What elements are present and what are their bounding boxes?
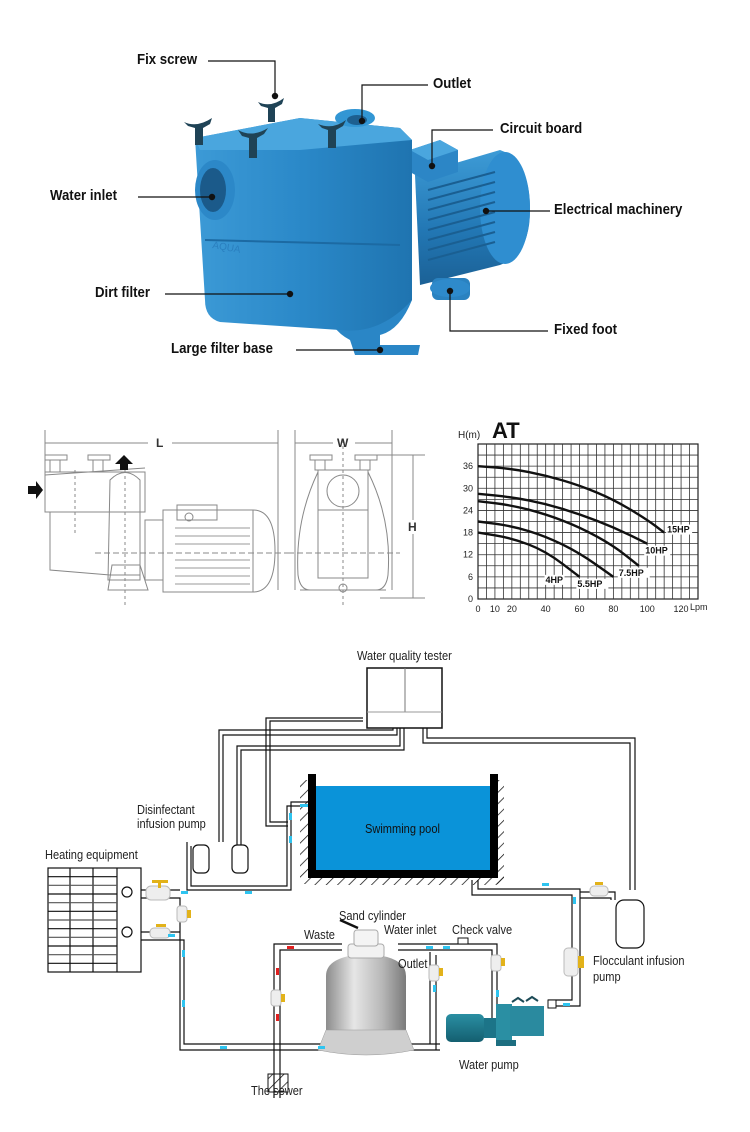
chart-ylabel: H(m) <box>458 430 480 441</box>
chart-y-tick-label: 18 <box>463 528 473 538</box>
chart-series-15hp <box>477 464 665 534</box>
outlet-arrow-icon <box>115 455 133 470</box>
dimension-label-width: W <box>337 436 349 450</box>
svg-text:AQUA: AQUA <box>211 240 241 256</box>
chart-x-tick-label: 0 <box>475 604 480 614</box>
chart-y-tick-label: 0 <box>468 594 473 604</box>
chart-y-tick-label: 6 <box>468 572 473 582</box>
chart-x-tick-label: 60 <box>575 604 585 614</box>
motor <box>410 140 530 300</box>
label-outlet: Outlet <box>398 956 428 971</box>
chart-series-4hp <box>477 531 581 578</box>
label-disinfectant-pump: Disinfectant <box>137 802 195 817</box>
water-quality-tester <box>366 667 443 729</box>
valves <box>145 880 609 1009</box>
label-sand-cylinder: Sand cylinder <box>339 908 406 923</box>
chart-y-tick-label: 36 <box>463 461 473 471</box>
valve-icon <box>270 989 285 1007</box>
flocculant-bottle <box>615 899 645 949</box>
chart-xlabel: Lpm <box>690 602 708 612</box>
swimming-pool <box>300 774 504 885</box>
schematic-drawing <box>47 667 645 1098</box>
chart-x-tick-label: 120 <box>674 604 689 614</box>
label-heating-equipment: Heating equipment <box>45 847 138 862</box>
callout-dirt-filter: Dirt filter <box>95 284 151 301</box>
chart-series-label: 10HP <box>645 546 668 556</box>
callout-leaders <box>138 60 550 354</box>
flow-arrows <box>168 804 576 1049</box>
callout-outlet: Outlet <box>433 75 472 92</box>
valve-icon <box>428 964 443 982</box>
label-flocculant-pump: Flocculant infusion <box>593 953 685 968</box>
check-valve-icon <box>490 954 505 972</box>
side-view-drawing <box>28 430 425 608</box>
chart-x-tick-label: 80 <box>608 604 618 614</box>
waste-arrows <box>276 946 294 1021</box>
pump-callout-figure: AQUA Fix screw Outlet Circui <box>0 0 750 380</box>
chart-y-tick-label: 24 <box>463 505 473 515</box>
valve-icon <box>176 905 191 923</box>
pump-illustration: AQUA <box>184 98 530 355</box>
chart-title: AT <box>492 418 520 443</box>
chart-series-label: 4HP <box>546 575 564 585</box>
inlet-arrow-icon <box>28 481 43 499</box>
performance-chart-svg: H(m) AT 0 10 20 40 60 80 100 120 0 6 12 18 24 30 36 15… <box>458 418 708 614</box>
dimension-drawings: L W H <box>0 410 440 610</box>
label-waste: Waste <box>304 927 335 942</box>
chart-series-label-bg <box>644 545 671 556</box>
label-water-pump: Water pump <box>459 1057 519 1072</box>
pool-system-schematic: Water quality tester Disinfectant infusi… <box>0 640 750 1132</box>
performance-chart: H(m) AT 0 10 20 40 60 80 100 120 0 6 12 18 24 30 36 15… <box>450 410 710 620</box>
valve-icon <box>589 882 609 897</box>
chart-y-tick-label: 12 <box>463 550 473 560</box>
callout-circuit-board: Circuit board <box>500 120 583 137</box>
label-swimming-pool: Swimming pool <box>365 821 440 836</box>
label-the-sewer: The sewer <box>251 1083 303 1098</box>
label-check-valve: Check valve <box>452 922 513 937</box>
dimension-label-length: L <box>156 436 164 450</box>
valve-icon <box>145 880 171 901</box>
chart-x-tick-label: 20 <box>507 604 517 614</box>
callout-fix-screw: Fix screw <box>137 51 198 68</box>
valve-icon <box>149 924 171 939</box>
fix-screw-knobs <box>184 98 346 158</box>
heating-equipment <box>47 867 142 973</box>
label-water-inlet: Water inlet <box>384 922 437 937</box>
callout-large-filter-base: Large filter base <box>171 340 273 357</box>
chart-series-label-bg <box>544 574 565 585</box>
chart-series-label-bg <box>617 567 650 578</box>
chart-x-tick-label: 100 <box>640 604 655 614</box>
label-water-quality-tester: Water quality tester <box>357 648 452 663</box>
chart-series-label: 5.5HP <box>577 579 602 589</box>
chart-x-tick-label: 10 <box>490 604 500 614</box>
chart-series-10hp <box>477 492 648 545</box>
pipes <box>134 717 636 1098</box>
dimension-label-height: H <box>408 520 417 534</box>
chart-series-label: 15HP <box>667 525 690 535</box>
callout-fixed-foot: Fixed foot <box>554 321 618 338</box>
chart-series-7-5hp <box>477 500 640 567</box>
sewer-icon <box>267 1073 289 1093</box>
chart-series-5-5hp <box>477 520 615 578</box>
callout-electrical-machinery: Electrical machinery <box>554 201 683 218</box>
chart-x-tick-label: 40 <box>541 604 551 614</box>
chart-series-label: 7.5HP <box>619 568 644 578</box>
callout-water-inlet: Water inlet <box>50 187 117 204</box>
chart-y-tick-label: 30 <box>463 483 473 493</box>
chart-series-label-bg <box>666 524 693 535</box>
chart-series-label-bg <box>576 578 609 589</box>
label-flocculant-pump-line2: pump <box>593 969 621 984</box>
disinfectant-bottles <box>192 844 249 874</box>
valve-icon <box>563 947 584 977</box>
sand-cylinder <box>317 918 415 1056</box>
label-disinfectant-pump-line2: infusion pump <box>137 816 206 831</box>
water-pump <box>446 995 544 1046</box>
